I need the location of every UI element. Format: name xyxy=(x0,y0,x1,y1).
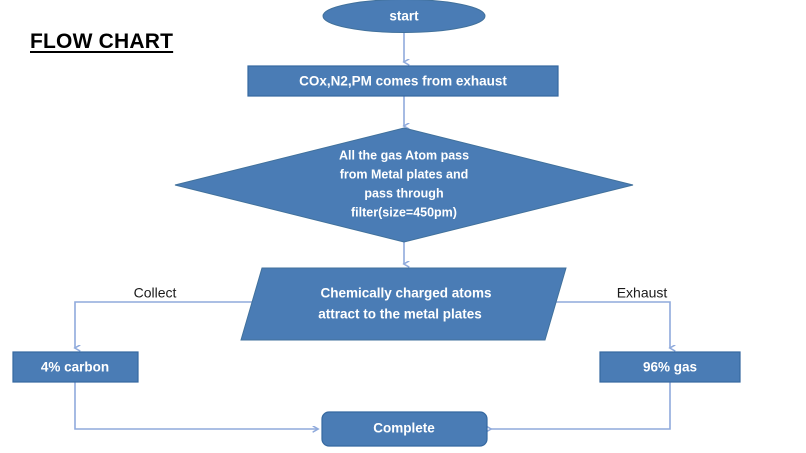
node-charged-atoms[interactable]: Chemically charged atoms attract to the … xyxy=(240,267,567,341)
filter-decision-label-line-3: pass through xyxy=(364,186,443,200)
node-complete[interactable]: Complete xyxy=(321,411,488,447)
exhaust-source-label: COx,N2,PM comes from exhaust xyxy=(299,74,507,89)
filter-decision-diamond-shape xyxy=(174,127,634,243)
node-carbon-output[interactable]: 4% carbon xyxy=(12,351,139,383)
connector-gas-to-complete xyxy=(491,382,671,429)
filter-decision-label-line-2: from Metal plates and xyxy=(340,167,469,181)
carbon-output-rect-shape xyxy=(12,351,139,383)
page-title: FLOW CHART xyxy=(30,30,174,53)
node-exhaust-source[interactable]: COx,N2,PM comes from exhaust xyxy=(247,65,559,97)
exhaust-source-rect-shape xyxy=(247,65,559,97)
filter-decision-label-line-1: All the gas Atom pass xyxy=(339,148,469,162)
complete-label: Complete xyxy=(373,421,435,436)
charged-atoms-parallelogram-shape xyxy=(240,267,567,341)
edge-label-exhaust: Exhaust xyxy=(617,285,668,301)
node-filter-decision[interactable]: All the gas Atom pass from Metal plates … xyxy=(174,127,634,243)
connector-group xyxy=(75,32,670,429)
gas-output-rect-shape xyxy=(599,351,741,383)
charged-atoms-label-line-1: Chemically charged atoms xyxy=(320,286,491,301)
carbon-output-label: 4% carbon xyxy=(41,360,109,375)
connector-carbon-to-complete xyxy=(74,382,318,429)
start-label: start xyxy=(389,9,419,24)
complete-rounded-rect-shape xyxy=(321,411,488,447)
connector-exhaust-branch xyxy=(554,301,670,348)
node-gas-output[interactable]: 96% gas xyxy=(599,351,741,383)
charged-atoms-label-line-2: attract to the metal plates xyxy=(318,307,482,322)
edge-label-collect: Collect xyxy=(134,285,177,301)
filter-decision-label-line-4: filter(size=450pm) xyxy=(351,205,457,219)
gas-output-label: 96% gas xyxy=(643,360,697,375)
connector-collect-branch xyxy=(75,301,252,348)
start-ellipse-shape xyxy=(322,0,486,33)
node-start[interactable]: start xyxy=(322,0,486,33)
